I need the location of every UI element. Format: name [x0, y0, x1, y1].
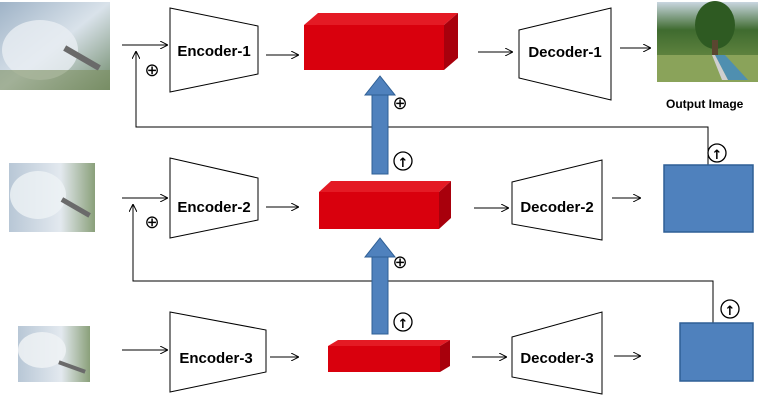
decoder-2-block [511, 159, 603, 241]
svg-text:↑: ↑ [398, 156, 409, 171]
upsample-icon-output3: ↑ [720, 299, 740, 319]
feature-block-1 [304, 13, 458, 70]
skip-line-row2-to-row1 [136, 52, 709, 165]
add-icon-feature1: ⊕ [392, 93, 407, 114]
encoder-1-label: Encoder-1 [177, 43, 250, 60]
output-image [657, 1, 758, 82]
feature-block-3 [328, 340, 450, 372]
add-icon-feature2: ⊕ [392, 252, 407, 273]
add-icon-row1: ⊕ [144, 60, 159, 81]
svg-text:↑: ↑ [398, 317, 409, 332]
encoder-1-block [169, 7, 259, 93]
svg-text:↑: ↑ [712, 148, 723, 163]
encoder-3-block [169, 311, 267, 393]
output-image-caption: Output Image [666, 97, 744, 111]
decoder-3-block [511, 311, 603, 395]
upsample-icon-row3-skip: ↑ [393, 312, 413, 332]
input-image-1 [0, 2, 110, 90]
upsample-icon-output2: ↑ [707, 143, 727, 163]
output-block-2 [663, 164, 754, 233]
add-icon-row2: ⊕ [144, 212, 159, 233]
encoder-2-label: Encoder-2 [177, 199, 250, 216]
decoder-2-label: Decoder-2 [520, 199, 593, 216]
skip-arrow-row2-to-row1 [363, 75, 397, 175]
input-image-2 [9, 163, 95, 232]
output-block-3 [679, 322, 754, 382]
input-image-3 [18, 326, 90, 382]
encoder-2-block [169, 157, 259, 239]
encoder-3-label: Encoder-3 [179, 350, 252, 367]
decoder-1-label: Decoder-1 [528, 44, 601, 61]
decoder-3-label: Decoder-3 [520, 350, 593, 367]
svg-text:↑: ↑ [725, 304, 736, 319]
feature-block-2 [319, 181, 451, 229]
skip-arrow-row3-to-row2 [363, 237, 397, 335]
upsample-icon-row2-skip: ↑ [393, 151, 413, 171]
decoder-1-block [518, 7, 612, 101]
skip-line-row3-to-row2 [133, 205, 714, 323]
